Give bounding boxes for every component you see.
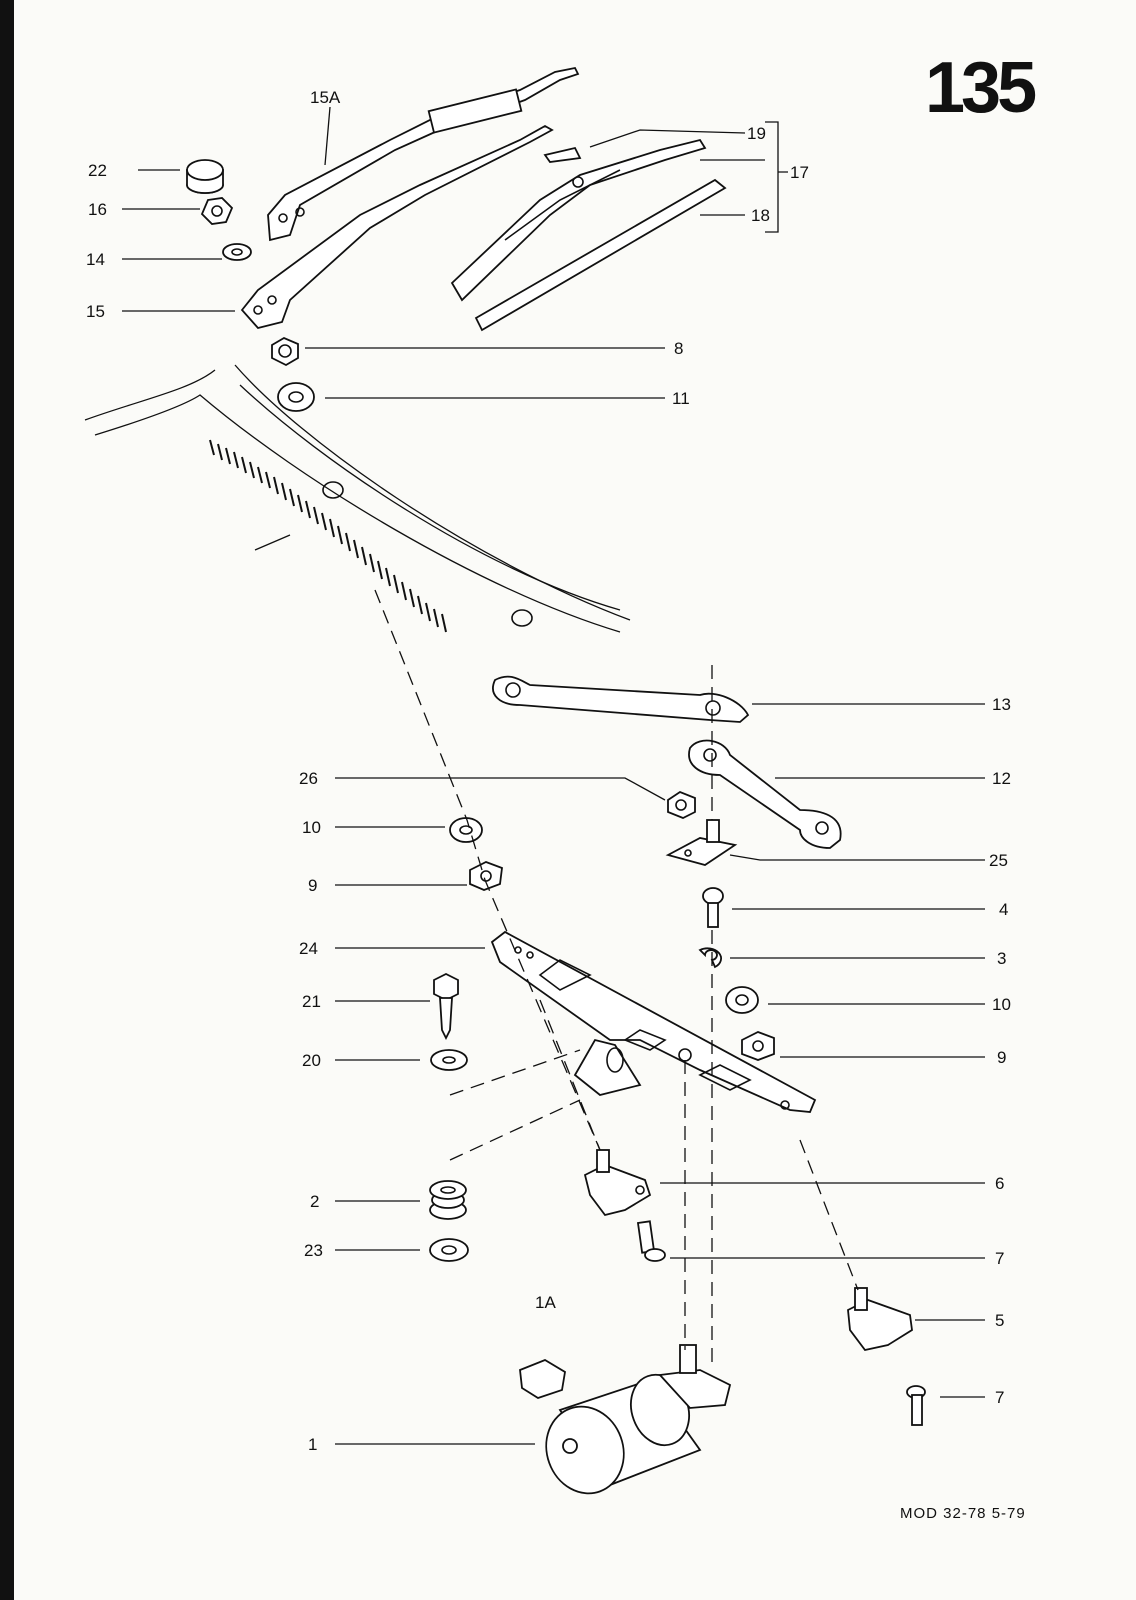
callout-18: 18 (751, 206, 770, 225)
callout-1A: 1A (535, 1293, 556, 1312)
bolt-7-lower (906, 1385, 926, 1426)
callout-7-lower: 7 (995, 1388, 1004, 1407)
callout-14: 14 (86, 250, 105, 269)
callout-25: 25 (989, 851, 1008, 870)
callout-4: 4 (999, 900, 1008, 919)
callout-20: 20 (302, 1051, 321, 1070)
linkage-rod-13 (492, 675, 750, 723)
callout-2: 2 (310, 1192, 319, 1211)
bearing-5 (847, 1287, 913, 1352)
wiper-arm-15A (267, 66, 580, 242)
callout-3: 3 (997, 949, 1006, 968)
callout-12: 12 (992, 769, 1011, 788)
windshield-cowl (84, 364, 631, 633)
callout-9-left: 9 (308, 876, 317, 895)
screw-21 (433, 972, 459, 1041)
callout-21: 21 (302, 992, 321, 1011)
callout-labels: 15A 22 16 14 15 19 17 18 8 11 13 12 26 2… (86, 88, 1011, 1454)
callout-7-upper: 7 (995, 1249, 1004, 1268)
callout-5: 5 (995, 1311, 1004, 1330)
linkage-rod-12 (688, 739, 842, 849)
callout-17: 17 (790, 163, 809, 182)
connector-1A (519, 1358, 566, 1399)
scan-edge-bar (0, 0, 14, 1600)
callout-19: 19 (747, 124, 766, 143)
callout-15: 15 (86, 302, 105, 321)
washer-14 (222, 243, 252, 261)
nut-16 (200, 197, 234, 225)
callout-9-right: 9 (997, 1048, 1006, 1067)
washer-23 (429, 1238, 469, 1262)
pivot-plate-25 (665, 819, 738, 866)
callout-24: 24 (299, 939, 318, 958)
callout-15A: 15A (310, 88, 341, 107)
callout-10-right: 10 (992, 995, 1011, 1014)
wiper-motor-1 (545, 1344, 732, 1495)
spring-washer-3 (698, 947, 722, 969)
callout-22: 22 (88, 161, 107, 180)
washer-10-left (449, 817, 483, 843)
wiper-arm-15 (240, 124, 554, 330)
assembly-lines (374, 589, 859, 1370)
callout-6: 6 (995, 1174, 1004, 1193)
washer-20 (430, 1049, 468, 1071)
callout-11: 11 (672, 389, 690, 408)
callout-13: 13 (992, 695, 1011, 714)
washer-10-right (725, 986, 759, 1014)
callout-16: 16 (88, 200, 107, 219)
bearing-6 (583, 1149, 652, 1217)
callout-26: 26 (299, 769, 318, 788)
cap-22 (186, 159, 224, 194)
screw-4 (702, 887, 724, 928)
callout-8: 8 (674, 339, 683, 358)
callout-10-left: 10 (302, 818, 321, 837)
grommet-2 (429, 1180, 467, 1220)
page-number: 135 (925, 48, 1036, 128)
nut-8 (271, 336, 299, 367)
bolt-7-upper (636, 1220, 666, 1262)
washer-11 (277, 382, 315, 412)
nut-9-left (469, 861, 503, 891)
callout-23: 23 (304, 1241, 323, 1260)
wiper-blade-17 (450, 138, 727, 332)
leader-lines (122, 106, 985, 1445)
callout-1: 1 (308, 1435, 317, 1454)
nut-26 (667, 790, 696, 819)
mounting-frame-24 (490, 930, 817, 1113)
footer-code: MOD 32-78 5-79 (900, 1505, 1026, 1522)
nut-9-right (741, 1031, 775, 1061)
